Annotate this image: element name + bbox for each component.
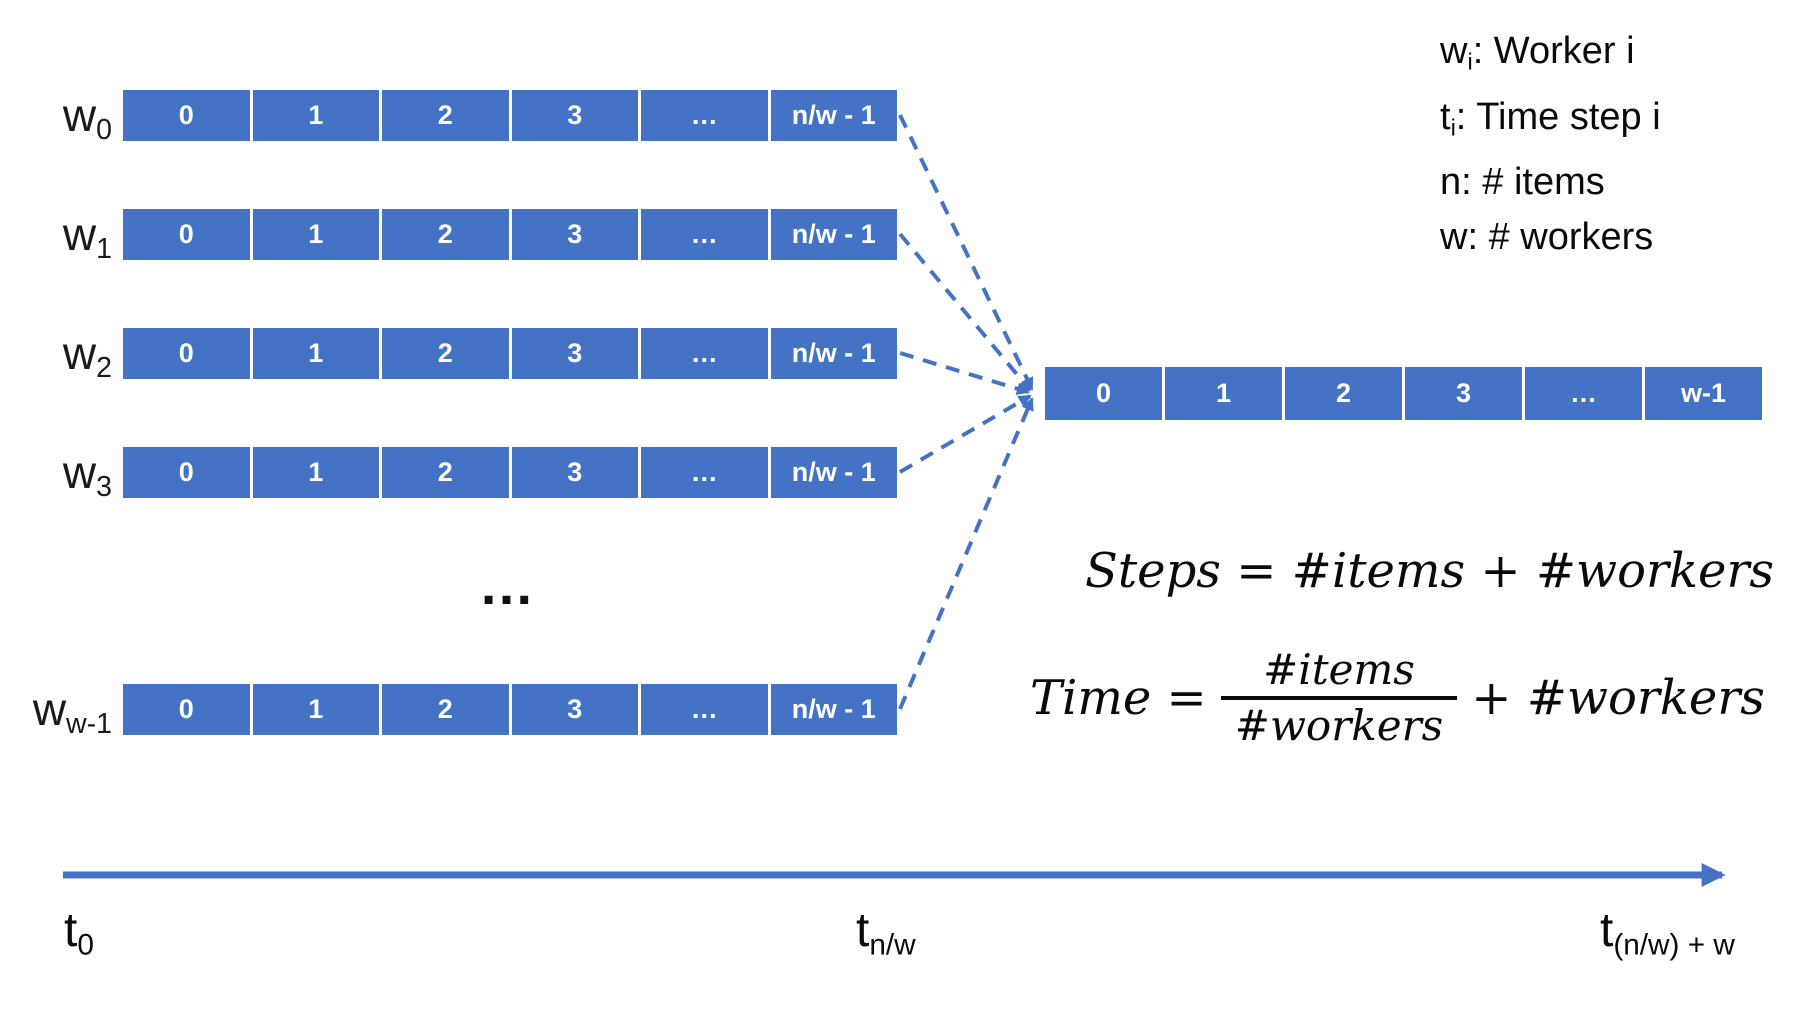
formula-time-fraction: #items #workers — [1220, 645, 1458, 750]
bar-cell: 3 — [1405, 367, 1525, 420]
worker-label-w-1: ww-1 — [32, 683, 112, 740]
bar-cell: 2 — [1285, 367, 1405, 420]
bar-cell: 3 — [512, 328, 641, 379]
subscript: (n/w) + w — [1613, 928, 1735, 962]
worker-label-3: w3 — [62, 446, 112, 503]
bar-cell: 0 — [1045, 367, 1165, 420]
bar-cell: 3 — [512, 447, 641, 498]
subscript: 2 — [96, 351, 112, 384]
subscript: n/w — [869, 928, 916, 962]
bar-cell: 0 — [123, 328, 253, 379]
subscript: 3 — [96, 470, 112, 503]
subscript: 0 — [96, 113, 112, 146]
bar-cell: 3 — [512, 90, 641, 141]
subscript: 1 — [96, 232, 112, 265]
bar-cell: 1 — [253, 209, 382, 260]
worker-label-0: w0 — [62, 89, 112, 146]
bar-cell: 2 — [382, 447, 512, 498]
bar-cell: n/w - 1 — [791, 457, 876, 487]
bar-cell: 1 — [253, 90, 382, 141]
bar-cell: 3 — [512, 209, 641, 260]
legend-line-2: n: # items — [1440, 161, 1605, 204]
formula-steps: Steps = #items + #workers — [1085, 543, 1775, 599]
bar-cell: … — [641, 209, 771, 260]
connector-w1 — [898, 232, 1032, 392]
bar-cell: 0 — [123, 447, 253, 498]
bar-cell: n/w - 1 — [791, 100, 876, 130]
worker-label-1: w1 — [62, 208, 112, 265]
subscript: i — [1450, 114, 1456, 141]
subscript: w-1 — [66, 707, 112, 740]
bar-cell: n/w - 1 — [791, 338, 876, 368]
bar-cell: 1 — [1165, 367, 1285, 420]
formula-time: Time = #items #workers + #workers — [1030, 646, 1765, 750]
time-axis-label-2: t(n/w) + w — [1600, 904, 1735, 962]
time-axis-label-1: tn/w — [856, 904, 916, 962]
subscript: 0 — [77, 928, 94, 962]
legend-line-1: ti: Time step i — [1440, 95, 1661, 141]
bar-cell: … — [641, 328, 771, 379]
legend: wi: Worker i ti: Time step i n: # items w: … — [1440, 24, 1661, 265]
bar-cell: 0 — [123, 209, 253, 260]
time-axis-label-0: t0 — [64, 904, 94, 962]
bar-cell: 1 — [253, 447, 382, 498]
bar-cell: 2 — [382, 90, 512, 141]
legend-line-0: wi: Worker i — [1440, 30, 1635, 75]
bar-cell: w-1 — [1680, 378, 1726, 408]
bar-cell: 2 — [382, 328, 512, 379]
subscript: i — [1467, 48, 1473, 75]
bar-cell: 0 — [123, 90, 253, 141]
bar-cell: … — [641, 684, 771, 735]
bar-cell: 2 — [382, 684, 512, 735]
connector-ww1 — [898, 397, 1034, 710]
bar-cell: n/w - 1 — [791, 694, 876, 724]
formula-time-lhs: Time = — [1030, 670, 1207, 726]
connector-w2 — [899, 351, 1030, 395]
bar-cell: 0 — [123, 684, 253, 735]
connector-w0 — [898, 114, 1034, 391]
bar-cell: 1 — [253, 684, 382, 735]
bar-cell: n/w - 1 — [791, 219, 876, 249]
bar-cell: … — [641, 90, 771, 141]
bar-cell: 3 — [512, 684, 641, 735]
connector-w3 — [898, 394, 1032, 474]
formula-time-denominator: #workers — [1220, 696, 1458, 750]
worker-label-2: w2 — [62, 327, 112, 384]
formula-time-rhs: + #workers — [1471, 670, 1765, 726]
formula-time-numerator: #items — [1263, 645, 1415, 694]
rows-ellipsis: … — [478, 553, 538, 616]
bar-cell: … — [1525, 367, 1645, 420]
bar-cell: … — [641, 447, 771, 498]
bar-cell: 1 — [253, 328, 382, 379]
bar-cell: 2 — [382, 209, 512, 260]
legend-line-3: w: # workers — [1440, 216, 1654, 259]
